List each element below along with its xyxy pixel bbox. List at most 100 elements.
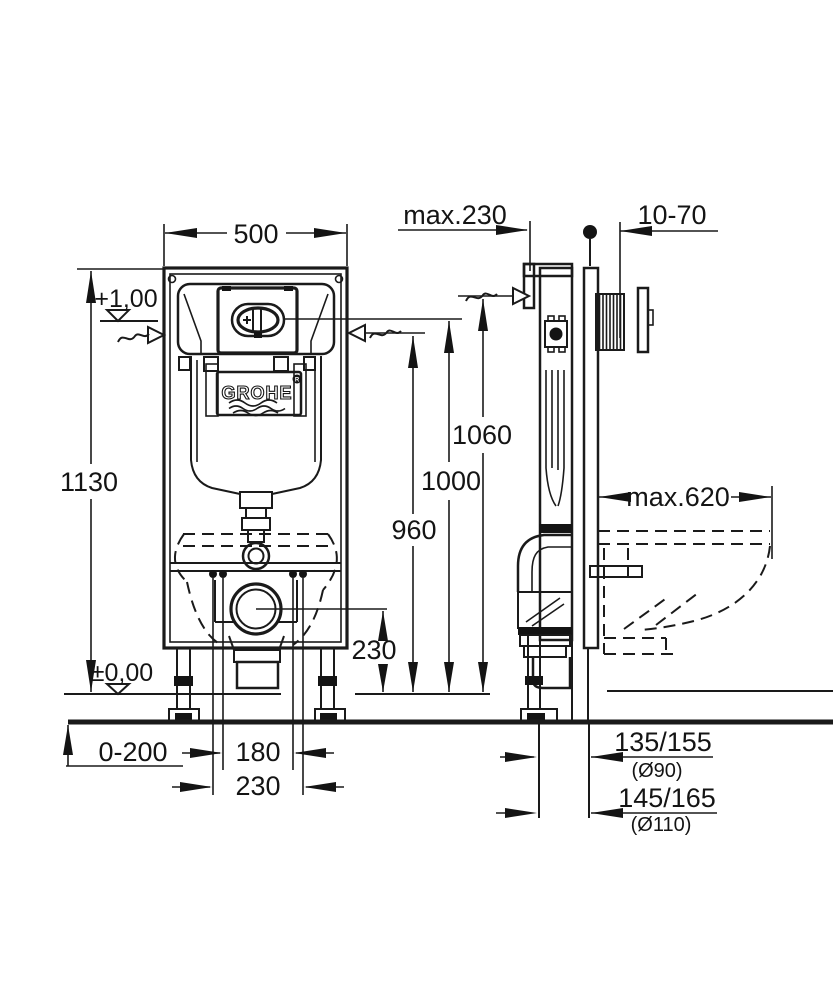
bowl-dash-right bbox=[322, 533, 338, 591]
dim-width-label: 500 bbox=[233, 219, 278, 249]
dim-960-label: 960 bbox=[391, 515, 436, 545]
outlet-bracket bbox=[214, 580, 298, 623]
dim-bowl-max-label: max.620 bbox=[626, 482, 730, 512]
dim-drain110-arrow-right bbox=[505, 808, 537, 818]
window-tab bbox=[254, 332, 262, 338]
bowl-side-diagonals bbox=[623, 592, 699, 630]
dim-230-arrow-right bbox=[304, 782, 336, 792]
fixing-bolt bbox=[209, 570, 217, 578]
panel-wedge-left bbox=[183, 293, 202, 353]
reference-dot bbox=[583, 225, 597, 239]
levels: ±0,00 +1,00 bbox=[64, 285, 833, 725]
leg-clamp-left bbox=[174, 676, 193, 686]
dim-depth-label: max.230 bbox=[403, 200, 507, 230]
dim-max620-arrow-right bbox=[739, 492, 771, 502]
dim-1000-arrow-top bbox=[444, 321, 454, 353]
outlet-bend-collar bbox=[233, 649, 281, 663]
side-leg bbox=[527, 636, 541, 708]
side-frame-rail bbox=[538, 266, 574, 642]
dim-max620-arrow-left bbox=[599, 492, 631, 502]
fixing-tooth bbox=[547, 315, 555, 322]
fixing-bolt-head bbox=[549, 327, 563, 341]
dim-1130-arrow-bottom bbox=[86, 660, 96, 692]
fixing-bolt bbox=[299, 570, 307, 578]
bowl-side-curve bbox=[639, 545, 771, 631]
frame-outline-inner bbox=[169, 273, 342, 643]
dim-foot-adjust-label: 0-200 bbox=[98, 737, 167, 767]
front-view: GROHE R bbox=[162, 266, 387, 795]
fixing-block bbox=[544, 320, 568, 348]
flush-pipe-seg bbox=[247, 529, 265, 543]
zero-level-line bbox=[64, 690, 833, 695]
corner-screw-left bbox=[167, 274, 177, 284]
side-view bbox=[516, 225, 771, 818]
elbow-hatch bbox=[525, 597, 565, 627]
dim-1000-arrow-bottom bbox=[444, 662, 454, 692]
actuator-clip-left bbox=[222, 286, 231, 291]
cistern-slot-left bbox=[205, 363, 219, 417]
dim-960-arrow-top bbox=[408, 336, 418, 368]
bowl-dash-left-low bbox=[186, 581, 219, 644]
foot-right-pad bbox=[320, 713, 337, 721]
corner-screw-right bbox=[334, 274, 344, 284]
dim-960-arrow-bottom bbox=[408, 662, 418, 692]
dim-height-label: 1130 bbox=[60, 467, 118, 497]
wall-arrow-right-icon bbox=[346, 323, 366, 343]
bowl-side-base bbox=[604, 637, 674, 655]
bowl-bracket bbox=[589, 565, 643, 578]
dim-1070-lines bbox=[619, 222, 718, 338]
dim-drain90-label: 135/155 bbox=[614, 727, 712, 757]
outlet-bend-box bbox=[235, 660, 280, 690]
cistern-right bbox=[271, 356, 322, 495]
dim-230-outlet-arrow-top bbox=[378, 611, 388, 641]
dim-500-arrow-right bbox=[314, 228, 346, 238]
bowl-side-verticals bbox=[603, 548, 629, 654]
flush-pipe-seg bbox=[245, 507, 267, 519]
bowl-outline-front bbox=[174, 533, 338, 646]
cistern-left bbox=[190, 356, 241, 495]
flush-pipe-seg bbox=[241, 517, 271, 531]
cistern-slot-right bbox=[293, 363, 307, 417]
cistern bbox=[190, 356, 322, 571]
fixing-rods bbox=[212, 578, 304, 795]
dim-1130-arrow-top bbox=[86, 271, 96, 303]
dim-drain90-dia-label: (Ø90) bbox=[631, 760, 682, 782]
dim-500-arrow-left bbox=[165, 228, 197, 238]
dimensions: 500 max.230 10-70 1130 960 1000 1060 230 bbox=[60, 200, 773, 836]
actuator-clip-right bbox=[284, 286, 293, 291]
dim-outlet-height-label: 230 bbox=[351, 635, 396, 665]
foot-left-pad bbox=[175, 713, 192, 721]
dim-500-lines bbox=[163, 224, 348, 266]
dim-drain90-arrow-left bbox=[591, 752, 623, 762]
mount-tab bbox=[273, 356, 289, 372]
actuator-plate-notch bbox=[647, 309, 654, 326]
wall-arrow-side-icon bbox=[512, 286, 532, 306]
bowl-dash-right-low bbox=[292, 589, 324, 646]
side-foot-pad bbox=[527, 713, 545, 721]
leg-lines bbox=[176, 648, 335, 709]
cistern-inner-walls bbox=[196, 360, 316, 462]
frame-outline bbox=[162, 266, 349, 650]
threaded-sleeve bbox=[595, 293, 625, 351]
fixing-tooth bbox=[547, 346, 555, 353]
flush-pipe-connector bbox=[241, 541, 271, 571]
elbow-inner bbox=[531, 546, 572, 592]
dim-drain110-dia-label: (Ø110) bbox=[631, 814, 692, 836]
grohe-logo-plate: GROHE R bbox=[215, 370, 303, 417]
side-cistern-internals bbox=[545, 370, 565, 470]
dim-drain90-arrow-right bbox=[505, 752, 537, 762]
window-divider bbox=[252, 307, 262, 333]
side-leg-clamp bbox=[525, 676, 543, 685]
fixing-bolt bbox=[219, 570, 227, 578]
dim-1060-arrow-top bbox=[478, 299, 488, 331]
frame-legs bbox=[168, 648, 346, 723]
dim-drain110-label: 145/165 bbox=[618, 783, 716, 813]
side-cistern-taper bbox=[545, 467, 565, 507]
bowl-dash-left bbox=[174, 533, 188, 583]
flush-pipe-seg bbox=[239, 491, 273, 509]
dim-1000-label: 1000 bbox=[421, 466, 481, 496]
dim-1060-label: 1060 bbox=[452, 420, 512, 450]
leg-clamp-right bbox=[318, 676, 337, 686]
bowl-outline-side bbox=[598, 530, 771, 655]
wall-fixing-block bbox=[544, 315, 568, 353]
